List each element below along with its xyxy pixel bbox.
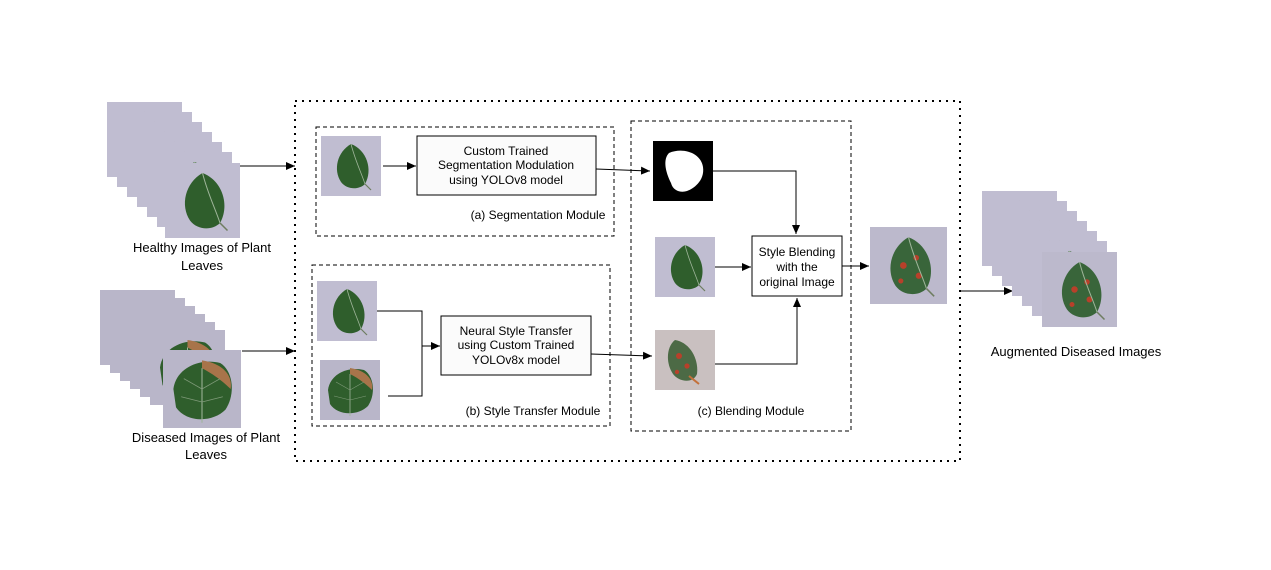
style-transfer-process-line2: using Custom Trained: [458, 338, 575, 352]
style-transfer-process-box: [440, 315, 592, 376]
blending-module-frame: [630, 120, 852, 432]
style-transfer-process-line1: Neural Style Transfer: [460, 324, 573, 338]
style-transfer-style-leaf-image: [320, 360, 380, 420]
blending-process-line2: with the: [775, 260, 818, 274]
healthy-label-line2: Leaves: [181, 258, 223, 273]
styled-to-blend-arrow: [715, 298, 801, 365]
style-transfer-content-leaf-image: [317, 281, 377, 341]
diseased-leaf-image-front: [163, 350, 241, 428]
blending-process-line3: original Image: [759, 275, 835, 289]
segmentation-output-arrow: [595, 166, 651, 175]
mask-to-blend-arrow: [713, 170, 800, 234]
blended-leaf-image: [870, 227, 947, 304]
blending-process-line1: Style Blending: [759, 245, 836, 259]
segmentation-mask-image: [653, 141, 713, 201]
diseased-image-stack: [100, 290, 241, 428]
segmentation-module-frame: [315, 126, 615, 237]
segmentation-process-line1: Custom Trained: [464, 144, 549, 158]
healthy-image-stack: [107, 102, 240, 238]
pipeline-boundary: [294, 100, 961, 462]
healthy-leaf-image-front: [165, 163, 240, 238]
segmentation-process-line2: Segmentation Modulation: [438, 158, 574, 172]
style-transfer-output-arrow: [590, 351, 653, 360]
segmentation-process-line3: using YOLOv8 model: [449, 173, 563, 187]
diseased-label-line1: Diseased Images of Plant: [132, 430, 281, 445]
augmented-label: Augmented Diseased Images: [991, 344, 1162, 359]
augmented-leaf-image-front: [1042, 252, 1117, 327]
style-transfer-module-label: (b) Style Transfer Module: [466, 404, 601, 418]
style-transfer-merge-bracket: [377, 310, 423, 397]
styled-leaf-image: [655, 330, 715, 390]
segmentation-process-box: [416, 135, 597, 196]
augmented-image-stack: [982, 191, 1117, 327]
segmentation-input-leaf-image: [321, 136, 381, 196]
blending-module-label: (c) Blending Module: [698, 404, 805, 418]
segmentation-module-label: (a) Segmentation Module: [471, 208, 606, 222]
style-transfer-process-line3: YOLOv8x model: [472, 353, 560, 367]
healthy-label-line1: Healthy Images of Plant: [133, 240, 271, 255]
original-leaf-image: [655, 237, 715, 297]
diseased-label-line2: Leaves: [185, 447, 227, 462]
style-transfer-module-frame: [311, 264, 611, 427]
